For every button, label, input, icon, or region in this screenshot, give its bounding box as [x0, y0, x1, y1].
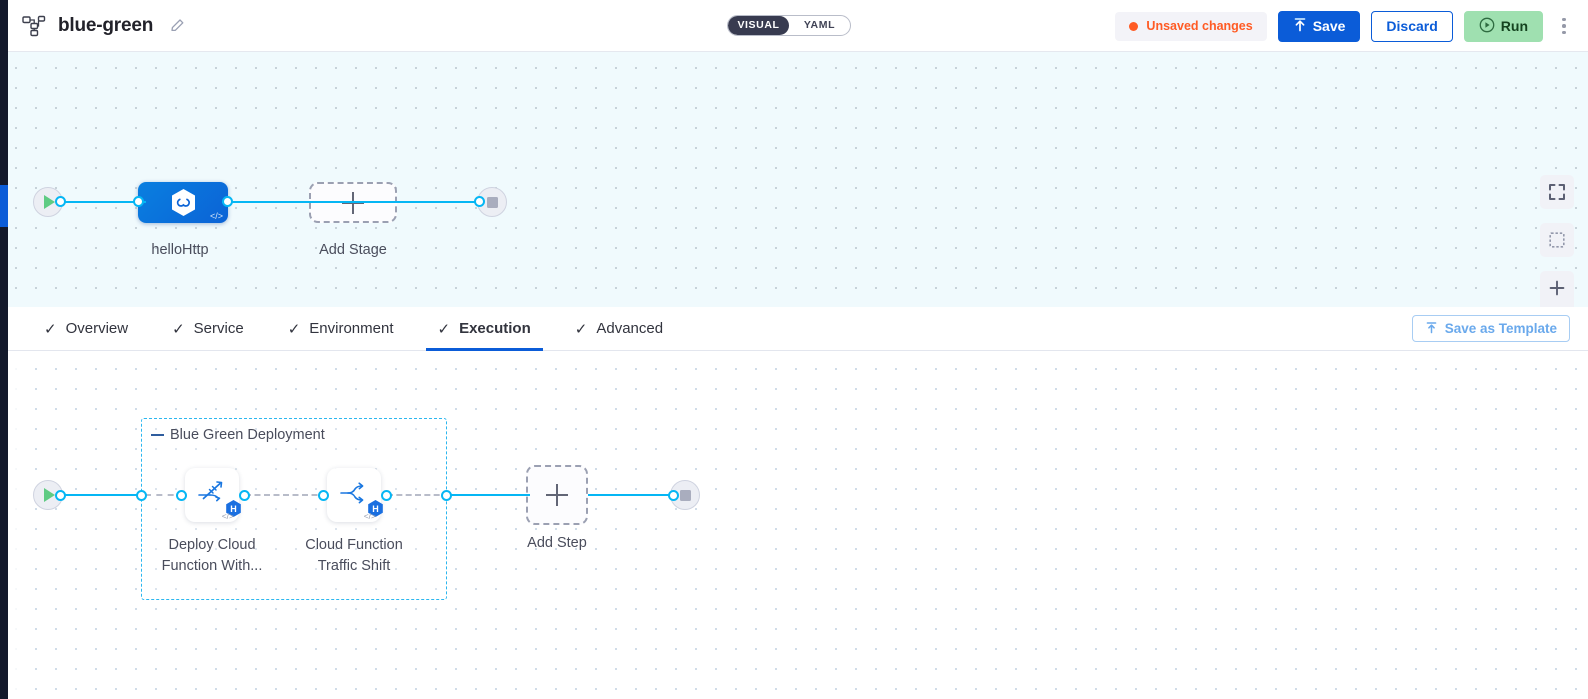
execution-canvas[interactable]: Execution Rollback	[0, 351, 1588, 699]
page-title: blue-green	[58, 14, 154, 36]
pipeline-nodes-icon	[22, 15, 46, 37]
pipeline-tabs-bar: ✓ Overview ✓ Service ✓ Environment ✓ Exe…	[0, 307, 1588, 351]
wire-start-to-group	[56, 494, 145, 497]
step-label-line-2: Function With...	[161, 558, 263, 574]
tab-advanced[interactable]: ✓ Advanced	[553, 307, 685, 351]
app-header: blue-green VISUAL YAML Unsaved changes	[0, 0, 1588, 52]
step-group-name: Blue Green Deployment	[170, 427, 325, 443]
view-mode-visual[interactable]: VISUAL	[728, 16, 789, 35]
check-icon: ✓	[574, 320, 588, 338]
check-icon: ✓	[287, 320, 301, 338]
pencil-edit-icon[interactable]	[169, 17, 186, 34]
left-nav-rail	[0, 0, 8, 699]
header-actions: Unsaved changes Save Discard	[1115, 0, 1574, 52]
code-tag-icon: </>	[221, 511, 234, 521]
wire-stage-to-addstage	[222, 201, 482, 204]
zoom-controls-group	[1540, 271, 1574, 307]
step-node-cloud-function-traffic-shift[interactable]: H </>	[327, 468, 383, 522]
wire-addstep-to-end	[588, 494, 676, 497]
step-label-cloud-function-traffic-shift: Cloud Function Traffic Shift	[294, 535, 414, 577]
zoom-in-icon[interactable]	[1540, 271, 1574, 305]
view-mode-toggle[interactable]: VISUAL YAML	[727, 15, 851, 36]
port-exec-start-out[interactable]	[55, 490, 66, 501]
save-button-label: Save	[1312, 18, 1346, 34]
code-tag-icon: </>	[363, 511, 376, 521]
stage-label-hellohttp: helloHttp	[151, 242, 209, 258]
play-start-icon	[44, 488, 55, 502]
code-tag-icon: </>	[209, 211, 223, 221]
tab-service[interactable]: ✓ Service	[150, 307, 266, 351]
tab-execution-label: Execution	[459, 320, 531, 337]
unsaved-changes-label: Unsaved changes	[1146, 19, 1253, 33]
fit-to-screen-icon[interactable]	[1540, 223, 1574, 257]
left-nav-active-indicator	[0, 185, 8, 227]
harness-badge-icon: H	[368, 500, 383, 517]
wire-group-in-dashed	[145, 494, 185, 496]
stop-end-icon	[486, 196, 498, 208]
wire-start-to-stage	[56, 201, 146, 204]
add-stage-label: Add Stage	[319, 242, 387, 258]
wire-group-out-dashed	[387, 494, 449, 496]
add-step-label: Add Step	[527, 535, 587, 551]
step-label-line-2: Traffic Shift	[317, 558, 391, 574]
tab-overview[interactable]: ✓ Overview	[22, 307, 150, 351]
run-button[interactable]: Run	[1463, 10, 1543, 42]
stop-end-icon	[679, 489, 691, 501]
play-circle-icon	[1479, 17, 1495, 36]
port-step2-in[interactable]	[318, 490, 329, 501]
stage-node-hellohttp[interactable]: </>	[138, 182, 228, 223]
check-icon: ✓	[44, 320, 57, 338]
wire-between-steps-dashed	[245, 494, 327, 496]
view-mode-yaml[interactable]: YAML	[803, 19, 836, 31]
harness-hexagon-icon	[170, 188, 197, 217]
port-group-out[interactable]	[441, 490, 452, 501]
tab-overview-label: Overview	[65, 320, 129, 337]
tab-environment-label: Environment	[309, 320, 394, 337]
port-exec-end-in[interactable]	[668, 490, 679, 501]
port-stage-in[interactable]	[133, 196, 144, 207]
template-upload-icon	[1425, 321, 1438, 337]
traffic-shift-icon	[337, 478, 371, 513]
tab-service-label: Service	[193, 320, 244, 337]
collapse-dash-icon[interactable]	[151, 433, 164, 437]
discard-button-label: Discard	[1386, 18, 1438, 34]
check-icon: ✓	[437, 320, 451, 338]
canvas-controls	[1540, 175, 1574, 307]
tab-environment[interactable]: ✓ Environment	[266, 307, 416, 351]
port-end-in[interactable]	[474, 196, 485, 207]
save-as-template-button[interactable]: Save as Template	[1411, 315, 1570, 342]
step-label-line-1: Cloud Function	[305, 537, 403, 553]
play-start-icon	[44, 195, 55, 209]
port-step1-in[interactable]	[176, 490, 187, 501]
port-group-in[interactable]	[136, 490, 147, 501]
tab-advanced-label: Advanced	[596, 320, 664, 337]
save-as-template-label: Save as Template	[1444, 321, 1557, 336]
check-icon: ✓	[172, 320, 185, 338]
port-start-out[interactable]	[55, 196, 66, 207]
kebab-menu-icon[interactable]	[1554, 11, 1574, 41]
port-step2-out[interactable]	[381, 490, 392, 501]
harness-badge-icon: H	[226, 500, 241, 517]
upload-arrow-icon	[1293, 17, 1307, 35]
step-label-line-1: Deploy Cloud	[168, 537, 256, 553]
run-button-label: Run	[1500, 18, 1528, 34]
step-label-deploy-cloud-function: Deploy Cloud Function With...	[152, 535, 272, 577]
wire-group-to-addstep	[447, 494, 530, 497]
discard-button[interactable]: Discard	[1371, 10, 1453, 42]
plus-icon-vertical	[555, 484, 559, 506]
stages-canvas[interactable]: </> helloHttp Add Stage	[0, 52, 1588, 307]
fullscreen-expand-icon[interactable]	[1540, 175, 1574, 209]
unsaved-changes-badge: Unsaved changes	[1115, 11, 1267, 41]
add-step-button[interactable]	[526, 465, 588, 525]
port-step1-out[interactable]	[239, 490, 250, 501]
cloud-function-deploy-icon	[195, 478, 229, 513]
tab-execution[interactable]: ✓ Execution	[416, 307, 553, 351]
header-left-group: blue-green	[0, 15, 186, 37]
pipeline-tabs: ✓ Overview ✓ Service ✓ Environment ✓ Exe…	[0, 307, 685, 351]
save-button[interactable]: Save	[1277, 10, 1361, 42]
step-group-header[interactable]: Blue Green Deployment	[151, 427, 325, 443]
status-dot-icon	[1129, 21, 1139, 31]
port-stage-out[interactable]	[222, 196, 233, 207]
step-node-deploy-cloud-function[interactable]: H </>	[185, 468, 241, 522]
